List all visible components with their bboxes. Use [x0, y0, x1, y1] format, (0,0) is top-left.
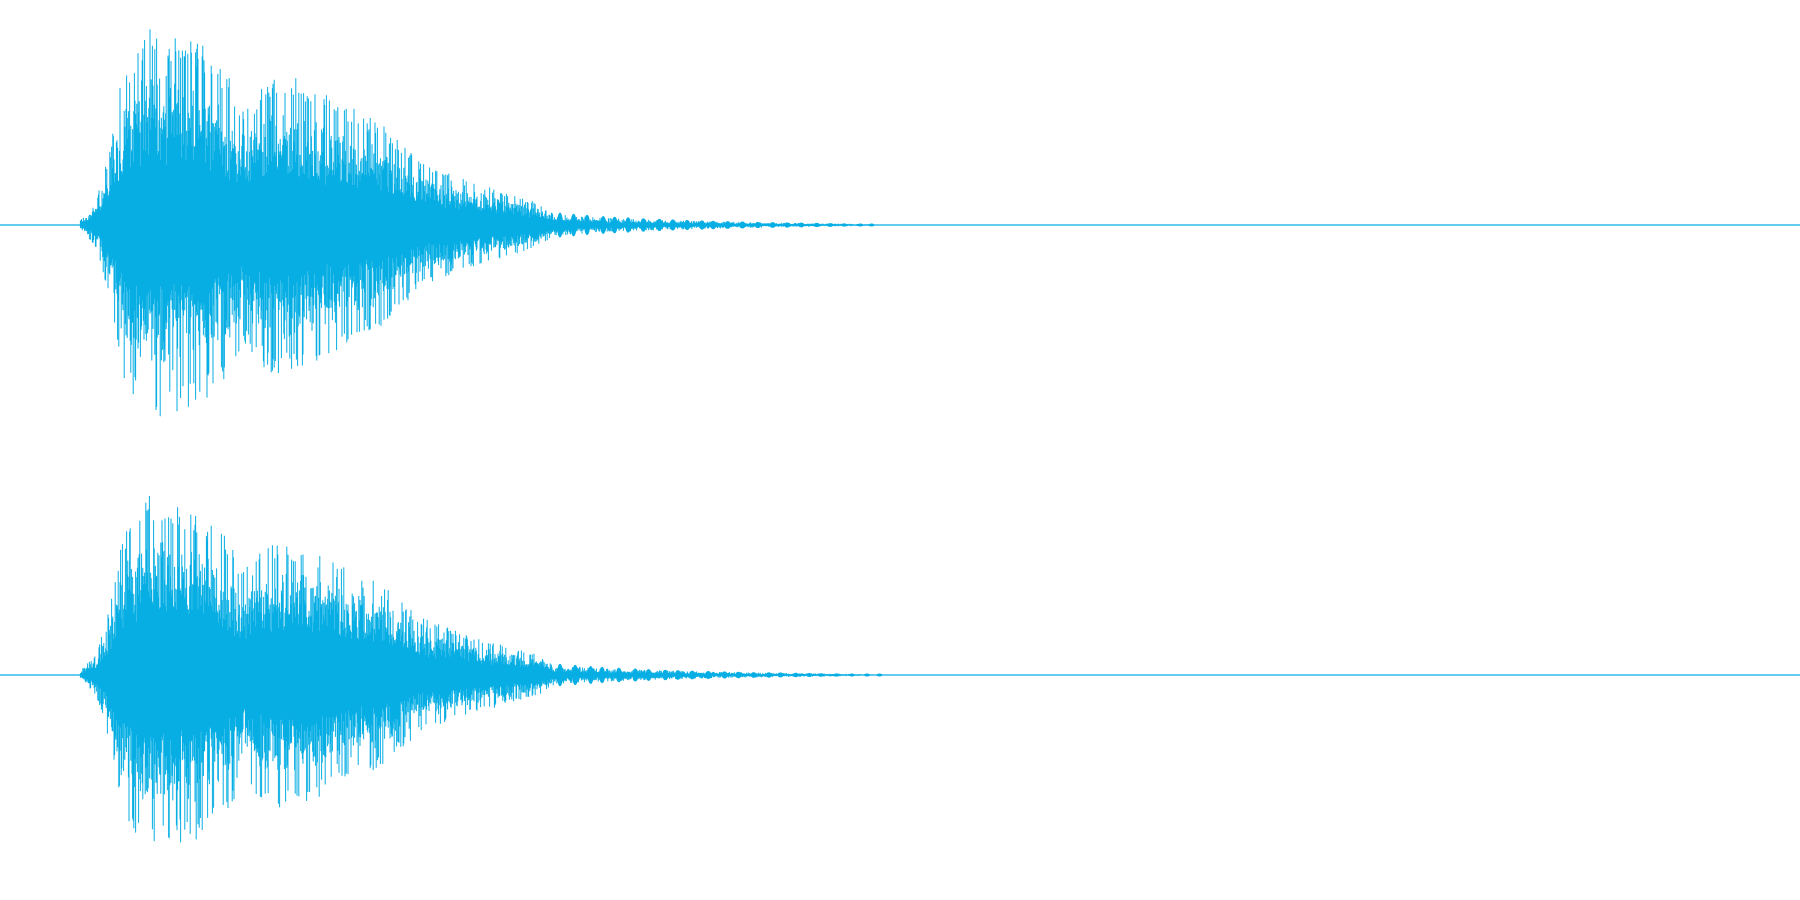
channel-1-tail-segment: [857, 223, 864, 227]
channel-1-tail-segment: [584, 214, 591, 236]
channel-2-tail-segment: [632, 668, 639, 682]
channel-2-tail-segment: [572, 664, 579, 686]
channel-1-tail-segment: [557, 212, 563, 238]
channel-1-tail-segment: [600, 216, 607, 234]
channel-2-tail-segment: [662, 669, 669, 681]
channel-2-tail-segment: [557, 663, 563, 687]
channel-1-tail-segment: [754, 221, 761, 229]
channel-2-tail-segment: [674, 670, 681, 680]
channel-1-tail-segment: [739, 221, 746, 229]
channel-2-signal: [79, 496, 880, 843]
channel-2-tail-segment: [705, 671, 712, 679]
channel-1-tail-segment: [640, 218, 647, 232]
channel-2-tail-segment: [817, 673, 824, 677]
channel-1-tail-segment: [841, 223, 848, 227]
channel-2-track[interactable]: [0, 450, 1800, 900]
channel-1-tail-segment: [724, 221, 731, 229]
channel-1-tail-segment: [798, 222, 805, 228]
channel-2-tail-segment: [599, 666, 606, 684]
channel-1-tail-segment: [784, 222, 791, 228]
channel-2-tail-segment: [792, 672, 799, 678]
channel-2-tail-segment: [587, 666, 594, 684]
channel-2-tail-segment: [735, 671, 742, 679]
channel-1-tail-segment: [570, 213, 577, 237]
channel-1-tail-segment: [769, 222, 776, 228]
channel-2-tail-segment: [721, 671, 728, 679]
channel-1-tail-segment: [669, 219, 676, 231]
channel-1-tail-segment: [827, 223, 834, 227]
channel-1-tail-segment: [868, 223, 875, 227]
channel-1-waveform: [0, 29, 1800, 417]
channel-2-tail-segment: [689, 670, 696, 680]
channel-1-tail-segment: [684, 219, 691, 231]
channel-2-tail-segment: [833, 673, 840, 677]
channel-1-tail-segment: [699, 220, 705, 230]
channel-2-waveform: [0, 496, 1800, 843]
channel-2-tail-segment: [876, 673, 883, 677]
channel-2-tail-segment: [645, 669, 652, 681]
channel-2-tail-segment: [806, 673, 813, 677]
channel-1-tail-segment: [611, 216, 618, 234]
channel-2-tail-segment: [848, 673, 855, 677]
channel-1-tail-segment: [710, 220, 717, 230]
channel-1-tail-segment: [656, 218, 663, 232]
channel-2-tail-segment: [765, 672, 772, 678]
channel-2-tail-segment: [615, 667, 622, 683]
channel-2-tail-segment: [750, 672, 757, 678]
channel-2-tail-segment: [777, 672, 784, 678]
channel-2-tail-segment: [864, 673, 870, 677]
channel-1-tail-segment: [813, 222, 820, 228]
channel-1-track[interactable]: [0, 0, 1800, 450]
channel-1-tail-segment: [625, 217, 632, 233]
